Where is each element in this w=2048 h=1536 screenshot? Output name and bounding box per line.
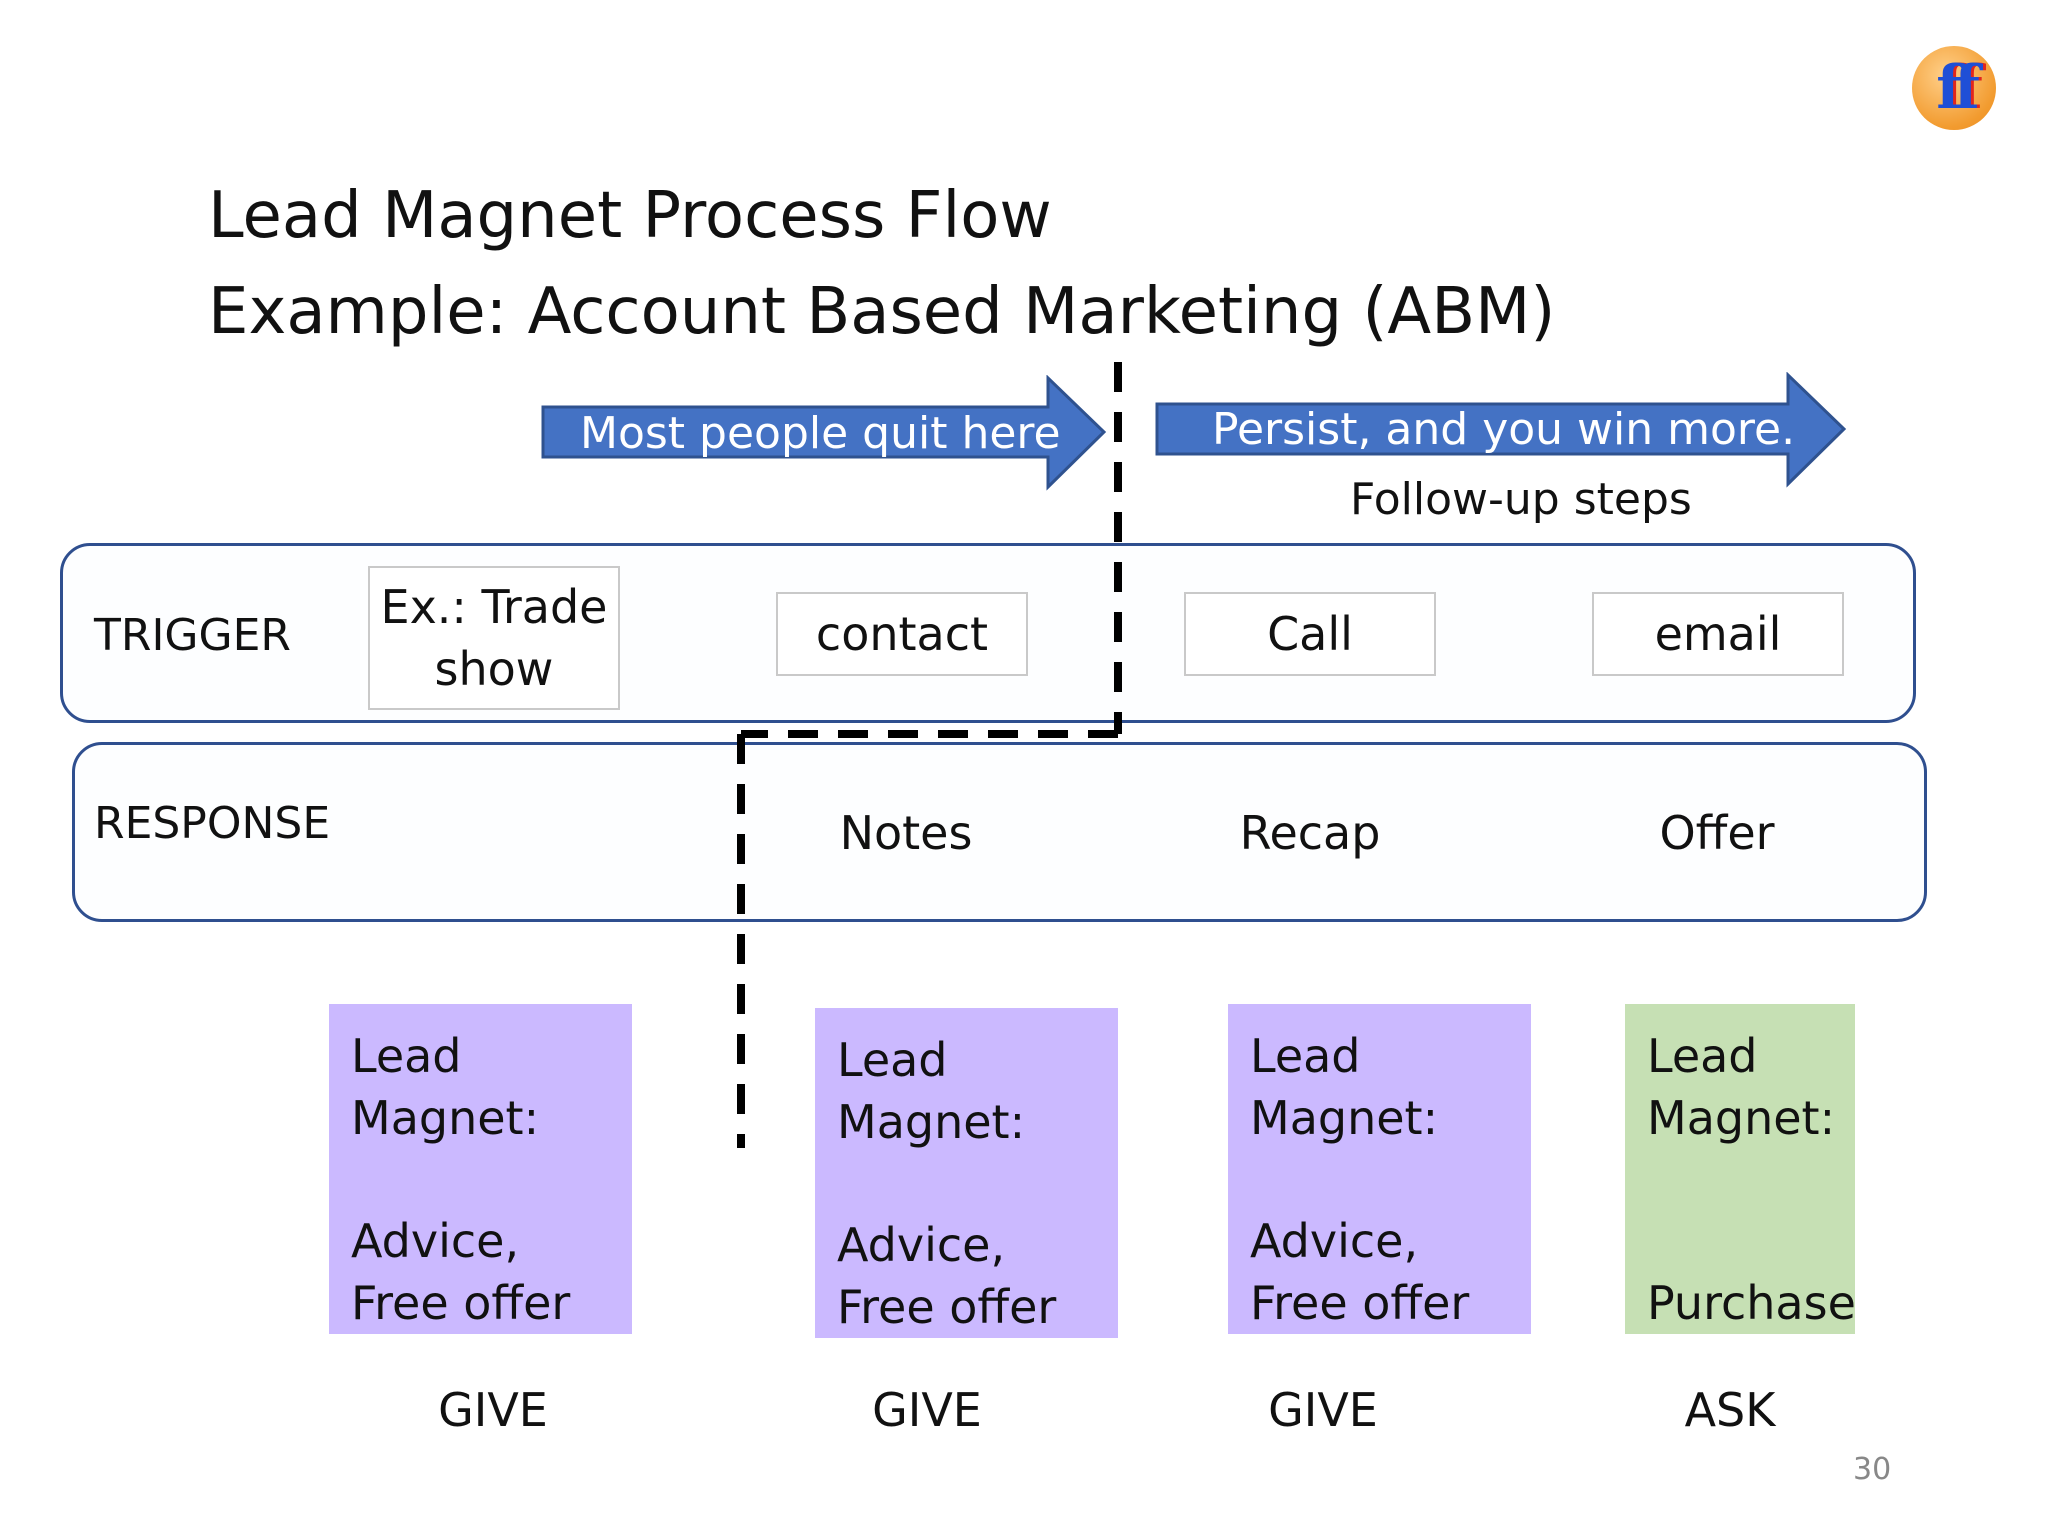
response-band: [72, 742, 1927, 922]
title-line-1: Lead Magnet Process Flow: [208, 179, 1052, 253]
left-arrow: [541, 375, 1107, 491]
right-arrow-label: Persist, and you win more.: [1212, 404, 1796, 455]
magnet-line: Advice,: [351, 1214, 520, 1269]
response-item-offer: Offer: [1659, 806, 1775, 860]
trigger-item-trade-show: Ex.: Trade show: [368, 566, 620, 710]
response-item-recap: Recap: [1239, 806, 1381, 860]
trigger-item-line: show: [434, 642, 554, 696]
magnet-line: Free offer: [837, 1279, 1057, 1334]
lead-magnet-card: Lead Magnet: Advice, Free offer: [1228, 1004, 1531, 1334]
footer-label-give: GIVE: [872, 1383, 982, 1437]
response-item-notes: Notes: [839, 806, 973, 860]
magnet-line: Lead: [351, 1029, 462, 1083]
trigger-item-line: Call: [1267, 606, 1353, 661]
title-line-2: Example: Account Based Marketing (ABM): [208, 275, 1556, 349]
follow-up-caption: Follow-up steps: [1350, 474, 1692, 525]
magnet-line: Magnet:: [351, 1090, 540, 1145]
magnet-line: Magnet:: [837, 1094, 1026, 1149]
footer-label-give: GIVE: [438, 1383, 548, 1437]
magnet-line: Lead: [1250, 1029, 1361, 1083]
right-arrow: [1155, 372, 1847, 488]
magnet-line: Purchase: [1647, 1276, 1856, 1331]
page-number: 30: [1853, 1452, 1892, 1487]
logo: ff: [1912, 46, 1996, 130]
magnet-line: Lead: [837, 1033, 948, 1087]
footer-label-ask: ASK: [1684, 1383, 1776, 1437]
lead-magnet-card: Lead Magnet: Advice, Free offer: [815, 1008, 1118, 1338]
magnet-line: Free offer: [1250, 1275, 1470, 1330]
magnet-line: Advice,: [837, 1218, 1006, 1273]
trigger-item-call: Call: [1184, 592, 1436, 676]
response-label: RESPONSE: [94, 798, 331, 849]
trigger-item-email: email: [1592, 592, 1844, 676]
trigger-label: TRIGGER: [94, 610, 291, 661]
magnet-line: Free offer: [351, 1275, 571, 1330]
trigger-item-line: Ex.: Trade: [380, 579, 608, 634]
magnet-line: Magnet:: [1647, 1090, 1836, 1145]
magnet-line: Lead: [1647, 1029, 1758, 1083]
magnet-line: Advice,: [1250, 1214, 1419, 1269]
lead-magnet-card: Lead Magnet: Advice, Free offer: [329, 1004, 632, 1334]
lead-magnet-card: Lead Magnet: Purchase: [1625, 1004, 1856, 1334]
left-arrow-label: Most people quit here: [580, 408, 1061, 459]
footer-label-give: GIVE: [1268, 1383, 1378, 1437]
magnet-line: Magnet:: [1250, 1090, 1439, 1145]
trigger-item-line: email: [1654, 606, 1782, 661]
trigger-item-line: contact: [815, 606, 989, 661]
trigger-item-contact: contact: [776, 592, 1028, 676]
